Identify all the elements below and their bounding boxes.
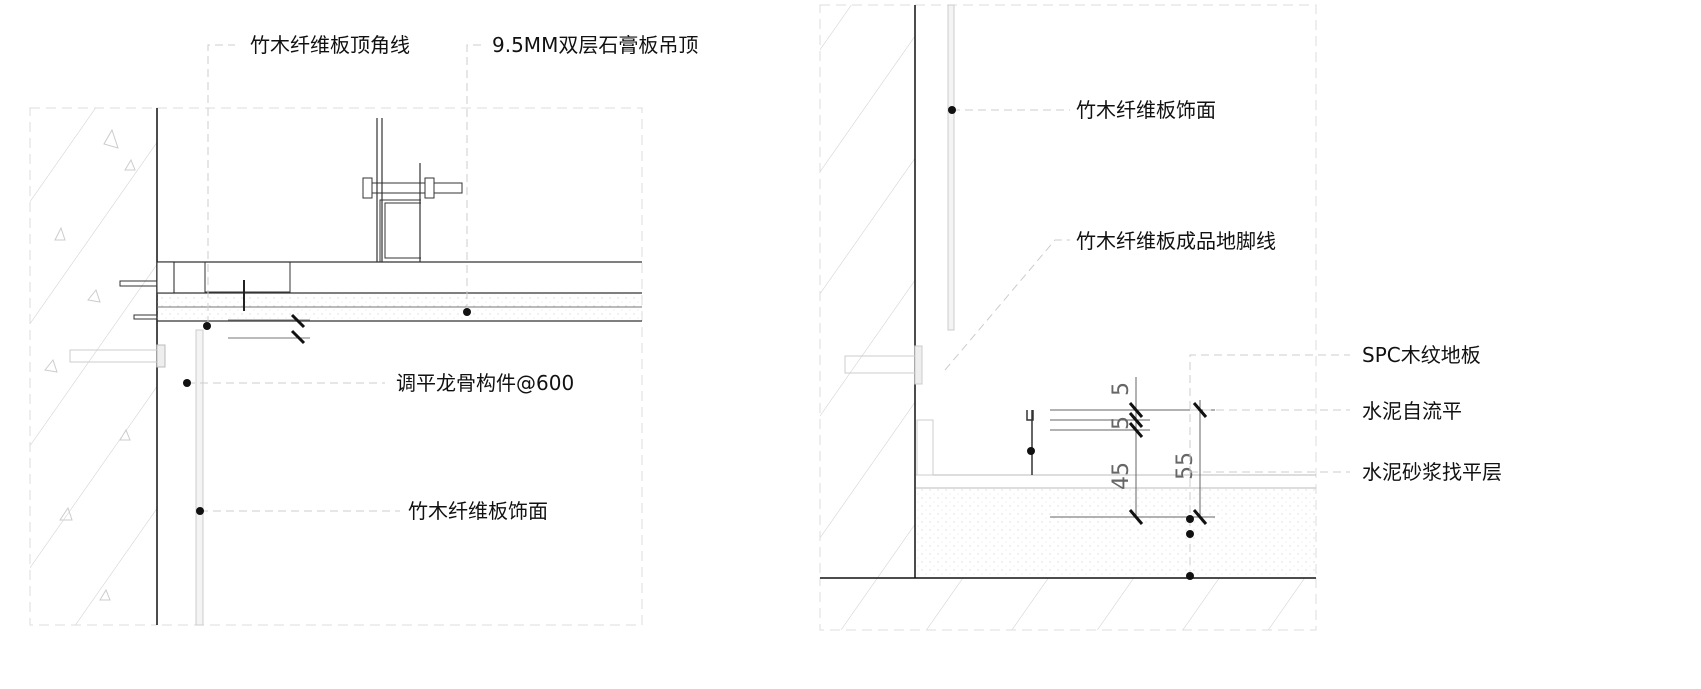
label-skirting: 竹木纤维板成品地脚线 <box>1076 229 1276 253</box>
aggregate-marks <box>44 128 136 601</box>
label-keel: 调平龙骨构件@600 <box>396 371 574 395</box>
edge-trim <box>156 261 175 294</box>
dimension-55: 55 <box>1173 452 1198 480</box>
label-wall-finish-left: 竹木纤维板饰面 <box>408 499 548 523</box>
label-self-leveling: 水泥自流平 <box>1362 399 1462 423</box>
label-ceiling: 9.5MM双层石膏板吊顶 <box>492 33 698 57</box>
keel-profile <box>204 262 291 293</box>
anchor-screw <box>69 280 166 368</box>
concrete-wall-right <box>819 4 916 579</box>
floor-slab <box>819 577 1317 631</box>
label-cornice: 竹木纤维板顶角线 <box>250 33 410 57</box>
label-mortar: 水泥砂浆找平层 <box>1362 460 1502 484</box>
concrete-wall-left <box>29 107 158 626</box>
c-channel <box>379 199 421 263</box>
mortar-layer <box>916 489 1316 577</box>
left-ceiling-detail: 竹木纤维板顶角线 9.5MM双层石膏板吊顶 调平龙骨构件@600 竹木纤维板饰面 <box>29 33 698 626</box>
wall-finish-board <box>195 329 204 626</box>
nut <box>362 177 373 199</box>
dimension-45: 45 <box>1109 462 1134 490</box>
label-wall-finish-right: 竹木纤维板饰面 <box>1076 98 1216 122</box>
dimension-5-top: 5 <box>1109 382 1134 396</box>
ceiling-area-outline <box>156 107 643 626</box>
bolt <box>365 182 463 194</box>
skirting-profile <box>1026 410 1034 475</box>
label-spc-floor: SPC木纹地板 <box>1362 343 1481 367</box>
dimension-5: 5 <box>1109 416 1134 430</box>
wall-finish-board-right <box>947 4 955 331</box>
anchor-bolt-right <box>844 345 923 385</box>
right-floor-detail: 5 5 45 55 竹木纤维板饰面 竹木纤维板成品地脚线 SPC木纹地板 水泥自… <box>819 4 1502 631</box>
